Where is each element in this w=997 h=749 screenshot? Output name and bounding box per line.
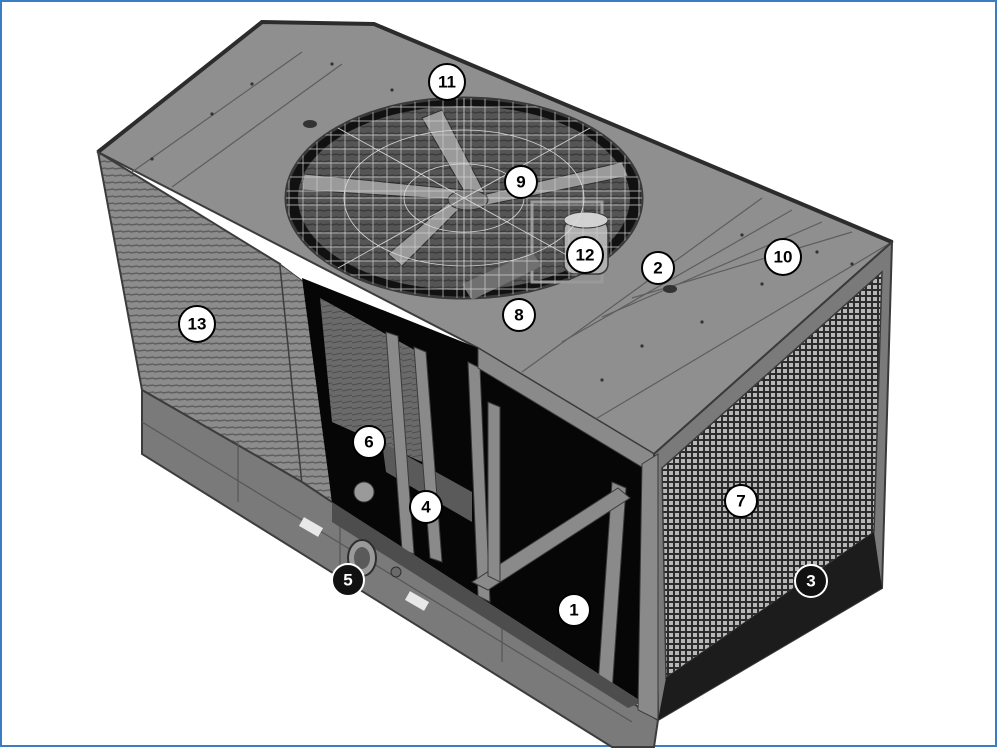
callout-12: 12: [566, 236, 604, 274]
svg-text:11: 11: [438, 73, 456, 92]
svg-text:10: 10: [774, 248, 793, 267]
callout-13: 13: [178, 305, 216, 343]
svg-text:3: 3: [806, 572, 815, 591]
callout-markers: 1 2 3 4 5 6 7 8: [178, 63, 828, 627]
callout-4: 4: [409, 490, 443, 524]
svg-text:2: 2: [653, 259, 662, 278]
callout-7: 7: [724, 484, 758, 518]
callout-11: 11: [428, 63, 466, 101]
svg-text:5: 5: [343, 571, 352, 590]
callout-6: 6: [352, 425, 386, 459]
callout-5: 5: [331, 563, 365, 597]
svg-text:8: 8: [514, 306, 523, 325]
callout-1: 1: [557, 593, 591, 627]
svg-text:1: 1: [569, 601, 578, 620]
callout-10: 10: [764, 238, 802, 276]
callout-3: 3: [794, 564, 828, 598]
svg-text:12: 12: [576, 246, 595, 265]
svg-text:4: 4: [421, 498, 431, 517]
svg-text:9: 9: [516, 173, 525, 192]
svg-text:6: 6: [364, 433, 373, 452]
callout-9: 9: [504, 165, 538, 199]
fan-assembly: [284, 96, 644, 300]
callout-8: 8: [502, 298, 536, 332]
callout-2: 2: [641, 251, 675, 285]
svg-text:13: 13: [188, 315, 207, 334]
svg-text:7: 7: [736, 492, 745, 511]
